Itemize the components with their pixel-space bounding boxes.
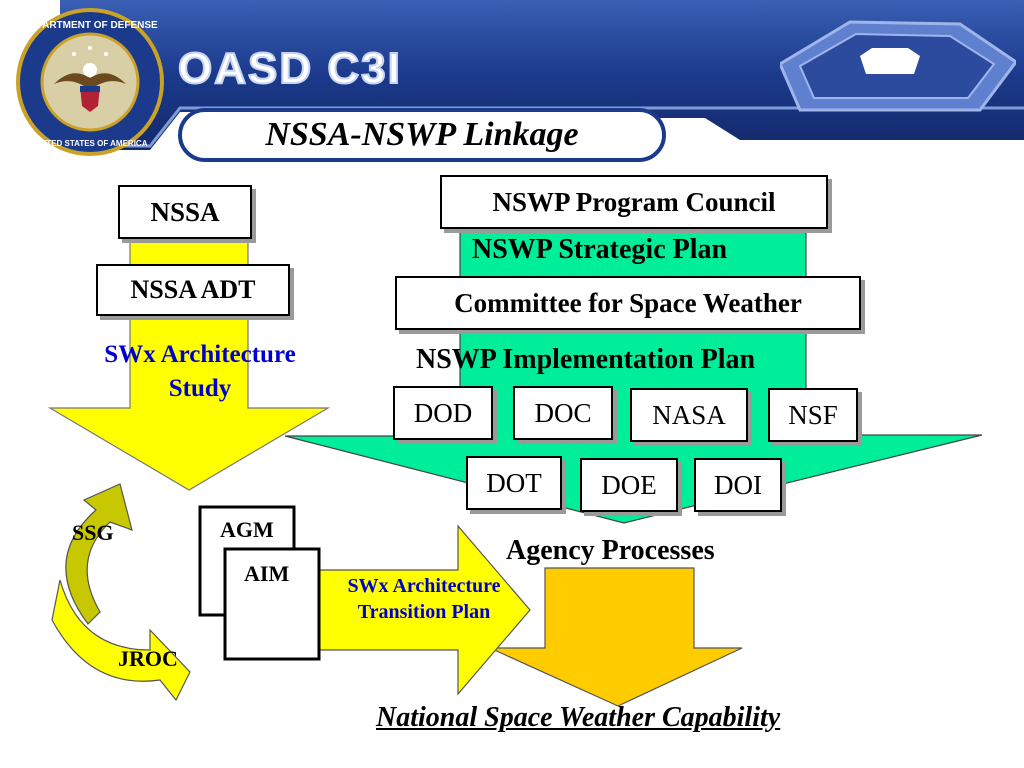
- swx-study-line1: SWx Architecture: [104, 341, 296, 368]
- nswp-strategic-plan: NSWP Strategic Plan: [472, 234, 728, 265]
- svg-text:UNITED STATES OF AMERICA: UNITED STATES OF AMERICA: [33, 139, 148, 148]
- yellow-down-arrow: [47, 225, 331, 491]
- agency-box-doe: DOE: [580, 458, 678, 512]
- agency-label: DOD: [413, 397, 473, 428]
- aim-document: [223, 547, 321, 661]
- committee-label: Committee for Space Weather: [454, 287, 802, 318]
- council-label: NSWP Program Council: [492, 186, 776, 217]
- gold-down-arrow: [489, 567, 743, 707]
- jroc-label: JROC: [118, 646, 178, 671]
- pentagon-icon: [780, 20, 1016, 112]
- agency-label: DOT: [486, 467, 542, 498]
- agency-box-dot: DOT: [466, 456, 562, 510]
- nswp-program-council-box: NSWP Program Council: [440, 175, 828, 229]
- ssg-cycle-arrow: [65, 483, 133, 625]
- agency-label: DOI: [714, 469, 762, 500]
- agency-label: NSF: [788, 399, 838, 430]
- swx-study-line2: Study: [168, 375, 232, 402]
- transition-arrow: [315, 524, 531, 696]
- agency-label: NASA: [652, 399, 726, 430]
- national-space-weather-capability: National Space Weather Capability: [376, 702, 781, 733]
- agency-box-nasa: NASA: [630, 388, 748, 442]
- agency-label: DOC: [534, 397, 592, 428]
- agency-label: DOE: [601, 469, 657, 500]
- agm-label: AGM: [220, 517, 274, 542]
- agency-box-dod: DOD: [393, 386, 493, 440]
- page-title: NSSA-NSWP Linkage: [265, 116, 579, 153]
- nssa-adt-label: NSSA ADT: [130, 275, 256, 304]
- transition-line2: Transition Plan: [357, 601, 491, 623]
- transition-plan-label: SWx Architecture Transition Plan: [318, 573, 530, 625]
- aim-label: AIM: [244, 561, 290, 586]
- title-pill: NSSA-NSWP Linkage: [178, 108, 666, 162]
- transition-line1: SWx Architecture: [347, 575, 501, 597]
- nswp-implementation-plan: NSWP Implementation Plan: [416, 344, 756, 375]
- agency-processes-label: Agency Processes: [506, 535, 715, 566]
- agency-box-doi: DOI: [694, 458, 782, 512]
- oasd-logo: OASD C3I: [177, 43, 402, 94]
- committee-space-weather-box: Committee for Space Weather: [395, 276, 861, 330]
- nssa-label: NSSA: [150, 196, 220, 227]
- swx-architecture-study: SWx Architecture Study: [60, 338, 340, 406]
- banner-shape: [60, 0, 1024, 150]
- jroc-cycle-arrow: [51, 579, 191, 702]
- ssg-label: SSG: [72, 520, 114, 545]
- agency-box-nsf: NSF: [768, 388, 858, 442]
- svg-text:DEPARTMENT OF DEFENSE: DEPARTMENT OF DEFENSE: [22, 20, 158, 31]
- dod-seal-icon: DEPARTMENT OF DEFENSE UNITED STATES OF A…: [16, 8, 164, 156]
- agency-box-doc: DOC: [513, 386, 613, 440]
- nssa-adt-box: NSSA ADT: [96, 264, 290, 316]
- nssa-box: NSSA: [118, 185, 252, 239]
